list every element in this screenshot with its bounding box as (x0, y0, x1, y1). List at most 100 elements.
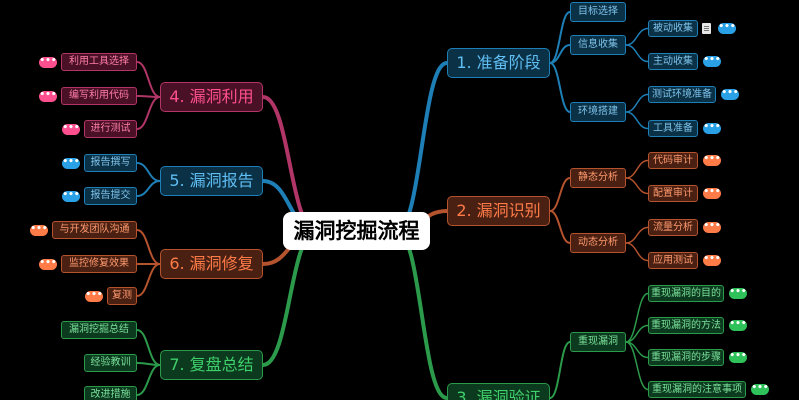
more-badge-b3c1a[interactable]: ••• (729, 287, 747, 299)
connector-b2c1a (625, 159, 649, 179)
node-b1c3b-label: 工具准备 (653, 122, 693, 134)
node-b2c2b[interactable]: 应用测试 (648, 252, 698, 269)
node-b3c1-label: 重现漏洞 (578, 336, 618, 347)
more-badge-b5c1[interactable]: ••• (62, 156, 80, 169)
node-b1c2b[interactable]: 主动收集 (648, 53, 698, 70)
connector-b2c1 (549, 177, 571, 212)
branch-b5-label: 5. 漏洞报告 (169, 171, 254, 190)
node-b7c1[interactable]: 漏洞挖掘总结 (61, 321, 137, 339)
connector-b7 (261, 229, 319, 367)
node-b3c1b[interactable]: 重现漏洞的方法 (648, 317, 724, 334)
more-badge-b1c3a[interactable]: ••• (721, 88, 739, 100)
node-b7c2[interactable]: 经验教训 (84, 354, 137, 372)
node-b1c3b[interactable]: 工具准备 (648, 120, 698, 137)
connector-b4c2 (136, 95, 161, 98)
more-badge-b6c1[interactable]: ••• (30, 223, 48, 236)
branch-b4-label: 4. 漏洞利用 (169, 87, 254, 106)
connector-b3c1a (625, 292, 649, 343)
branch-b1[interactable]: 1. 准备阶段 (447, 48, 550, 78)
branch-b6[interactable]: 6. 漏洞修复 (160, 249, 263, 279)
branch-b2-label: 2. 漏洞识别 (456, 201, 541, 220)
connector-b6c3 (136, 263, 161, 297)
connector-b2c2b (625, 242, 649, 262)
node-b1c2-label: 信息收集 (578, 39, 618, 50)
document-icon[interactable] (702, 23, 711, 34)
more-badge-b4c2[interactable]: ••• (39, 89, 57, 102)
node-b2c2[interactable]: 动态分析 (570, 233, 626, 253)
node-b1c2[interactable]: 信息收集 (570, 35, 626, 55)
connector-b2c2 (549, 210, 571, 244)
more-badge-b1c2a[interactable]: ••• (718, 22, 736, 34)
node-b1c2a-label: 被动收集 (653, 22, 693, 34)
more-badge-b6c3[interactable]: ••• (85, 289, 103, 302)
node-b6c1[interactable]: 与开发团队沟通 (52, 221, 137, 239)
node-b3c1a[interactable]: 重现漏洞的目的 (648, 285, 724, 302)
connector-b7c1 (136, 329, 161, 366)
node-b4c3[interactable]: 进行测试 (84, 120, 137, 138)
node-b7c2-label: 经验教训 (90, 357, 131, 368)
node-b3c1c-label: 重现漏洞的步骤 (651, 351, 721, 363)
more-badge-b6c2[interactable]: ••• (39, 257, 57, 270)
node-b5c2[interactable]: 报告提交 (84, 187, 137, 205)
more-badge-b2c2a[interactable]: ••• (703, 221, 721, 233)
node-b2c2a[interactable]: 流量分析 (648, 219, 698, 236)
more-badge-b1c2b[interactable]: ••• (703, 55, 721, 67)
node-b3c1[interactable]: 重现漏洞 (570, 332, 626, 352)
node-b6c2-label: 监控修复效果 (69, 258, 129, 269)
connector-b5c1 (136, 162, 161, 182)
more-badge-b4c3[interactable]: ••• (62, 122, 80, 135)
node-b6c3-label: 复测 (112, 290, 132, 301)
root-node[interactable]: 漏洞挖掘流程 (283, 212, 430, 250)
node-b2c1[interactable]: 静态分析 (570, 168, 626, 188)
node-b6c3[interactable]: 复测 (107, 287, 137, 305)
connector-b3 (394, 229, 449, 400)
more-badge-b4c1[interactable]: ••• (39, 55, 57, 68)
more-badge-b2c1a[interactable]: ••• (703, 154, 721, 166)
node-b7c1-label: 漏洞挖掘总结 (69, 324, 129, 335)
more-badge-b3c1d[interactable]: ••• (751, 383, 769, 395)
branch-b7[interactable]: 7. 复盘总结 (160, 350, 263, 380)
node-b1c1[interactable]: 目标选择 (570, 2, 626, 22)
node-b1c1-label: 目标选择 (578, 6, 618, 17)
node-b1c2b-label: 主动收集 (653, 55, 693, 67)
branch-b3[interactable]: 3. 漏洞验证 (447, 383, 550, 400)
node-b1c3-label: 环境搭建 (578, 106, 618, 117)
connector-b1c2 (549, 44, 571, 64)
node-b7c3-label: 改进措施 (90, 389, 131, 400)
node-b3c1c[interactable]: 重现漏洞的步骤 (648, 349, 724, 366)
node-b1c3a[interactable]: 测试环境准备 (648, 86, 716, 103)
more-badge-b5c2[interactable]: ••• (62, 189, 80, 202)
node-b5c1[interactable]: 报告撰写 (84, 154, 137, 172)
node-b6c2[interactable]: 监控修复效果 (61, 255, 137, 273)
node-b2c2-label: 动态分析 (578, 237, 618, 248)
connector-b7c3 (136, 364, 161, 396)
more-badge-b2c1b[interactable]: ••• (703, 187, 721, 199)
branch-b5[interactable]: 5. 漏洞报告 (160, 166, 263, 196)
node-b5c2-label: 报告提交 (90, 190, 131, 201)
node-b3c1d-label: 重现漏洞的注意事项 (652, 383, 742, 395)
connector-b4 (261, 95, 319, 233)
more-badge-b2c2b[interactable]: ••• (703, 254, 721, 266)
node-b1c3[interactable]: 环境搭建 (570, 102, 626, 122)
connector-b1 (394, 61, 449, 233)
more-badge-b3c1b[interactable]: ••• (729, 319, 747, 331)
node-b2c1a-label: 代码审计 (653, 154, 693, 166)
node-b4c1[interactable]: 利用工具选择 (61, 53, 137, 71)
node-b2c1a[interactable]: 代码审计 (648, 152, 698, 169)
node-b1c2a[interactable]: 被动收集 (648, 20, 698, 37)
branch-b4[interactable]: 4. 漏洞利用 (160, 82, 263, 112)
connector-b1c3a (625, 93, 649, 113)
node-b4c2[interactable]: 编写利用代码 (61, 87, 137, 105)
branch-b7-label: 7. 复盘总结 (169, 355, 254, 374)
more-badge-b1c3b[interactable]: ••• (703, 122, 721, 134)
branch-b2[interactable]: 2. 漏洞识别 (447, 196, 550, 226)
node-b2c1b[interactable]: 配置审计 (648, 185, 698, 202)
node-b3c1d[interactable]: 重现漏洞的注意事项 (648, 381, 746, 398)
connector-b1c2a (625, 27, 649, 46)
node-b7c3[interactable]: 改进措施 (84, 386, 137, 400)
connector-b2c1b (625, 177, 649, 195)
node-b5c1-label: 报告撰写 (90, 157, 131, 168)
more-badge-b3c1c[interactable]: ••• (729, 351, 747, 363)
connector-b1c2b (625, 44, 649, 63)
